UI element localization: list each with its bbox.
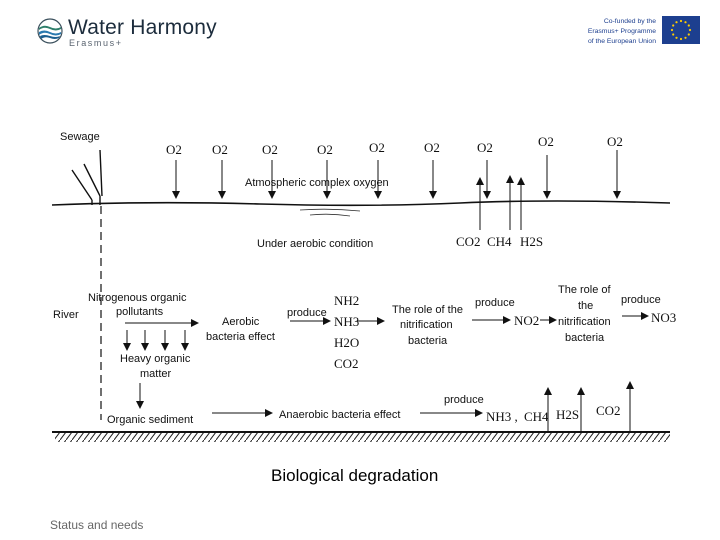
aerobic-label-1: Aerobic bbox=[222, 316, 260, 328]
water-harmony-logo-icon bbox=[37, 18, 63, 44]
eu-line-2: Erasmus+ Programme bbox=[587, 28, 656, 35]
riverbed-hatch bbox=[55, 432, 670, 442]
h2s-top-label: H2S bbox=[520, 234, 543, 249]
h2s-bottom-label: H2S bbox=[556, 407, 579, 422]
atmospheric-oxygen-label: Atmospheric complex oxygen bbox=[245, 177, 389, 189]
co2-mid-label: CO2 bbox=[334, 356, 359, 371]
eu-line-3: of the European Union bbox=[587, 38, 656, 45]
nh2-label: NH2 bbox=[334, 293, 359, 308]
o2-label-7: O2 bbox=[477, 140, 493, 155]
ch4-top-label: CH4 bbox=[487, 234, 512, 249]
water-surface-line bbox=[51, 200, 671, 207]
aerobic-label-2: bacteria effect bbox=[206, 331, 275, 343]
o2-label-1: O2 bbox=[166, 142, 182, 157]
o2-label-6: O2 bbox=[424, 140, 440, 155]
produce-label-1: produce bbox=[287, 307, 327, 319]
diagram-title: Biological degradation bbox=[271, 466, 438, 485]
nh3-bottom-label: NH3 , bbox=[486, 409, 518, 424]
nh3-label: NH3 bbox=[334, 314, 359, 329]
logo-title: Water Harmony bbox=[68, 16, 217, 39]
o2-label-9: O2 bbox=[607, 134, 623, 149]
nitrogenous-label-1: Nitrogenous organic bbox=[88, 292, 187, 304]
heavy-organic-label-2: matter bbox=[140, 368, 172, 380]
role-label-2: the bbox=[578, 300, 593, 312]
role-label-1: The role of bbox=[558, 284, 612, 296]
footer-text: Status and needs bbox=[50, 518, 144, 532]
logo-subtitle: Erasmus+ bbox=[69, 38, 123, 48]
anaerobic-label: Anaerobic bacteria effect bbox=[279, 409, 400, 421]
nitrogenous-label-2: pollutants bbox=[116, 306, 164, 318]
heavy-organic-label-1: Heavy organic bbox=[120, 353, 191, 365]
nitrification-label-1: The role of the bbox=[392, 304, 463, 316]
sewage-label: Sewage bbox=[60, 131, 100, 143]
organic-sediment-label: Organic sediment bbox=[107, 414, 193, 426]
o2-label-3: O2 bbox=[262, 142, 278, 157]
role-label-3: nitrification bbox=[558, 316, 611, 328]
river-label: River bbox=[53, 309, 79, 321]
produce-label-2: produce bbox=[475, 297, 515, 309]
eu-cofunding-badge: Co-funded by the Erasmus+ Programme of t… bbox=[560, 14, 700, 50]
eu-cofunding-text: Co-funded by the Erasmus+ Programme of t… bbox=[546, 17, 656, 47]
role-label-4: bacteria bbox=[565, 332, 605, 344]
no2-label: NO2 bbox=[514, 313, 539, 328]
eu-flag-icon bbox=[662, 16, 700, 44]
o2-label-4: O2 bbox=[317, 142, 333, 157]
o2-label-5: O2 bbox=[369, 140, 385, 155]
co2-bottom-label: CO2 bbox=[596, 403, 621, 418]
water-ripple-2 bbox=[309, 213, 351, 217]
co2-top-label: CO2 bbox=[456, 234, 481, 249]
o2-label-2: O2 bbox=[212, 142, 228, 157]
under-aerobic-label: Under aerobic condition bbox=[257, 238, 373, 250]
water-harmony-logo: Water Harmony Erasmus+ bbox=[36, 16, 226, 50]
ch4-bottom-label: CH4 bbox=[524, 409, 549, 424]
produce-label-3: produce bbox=[621, 294, 661, 306]
h2o-label: H2O bbox=[334, 335, 359, 350]
nitrification-label-3: bacteria bbox=[408, 335, 448, 347]
produce-label-4: produce bbox=[444, 394, 484, 406]
nitrification-label-2: nitrification bbox=[400, 319, 453, 331]
o2-label-8: O2 bbox=[538, 134, 554, 149]
no3-label: NO3 bbox=[651, 310, 676, 325]
water-ripple-1 bbox=[299, 208, 361, 212]
eu-line-1: Co-funded by the bbox=[603, 18, 656, 25]
sewage-pipe bbox=[71, 149, 103, 205]
